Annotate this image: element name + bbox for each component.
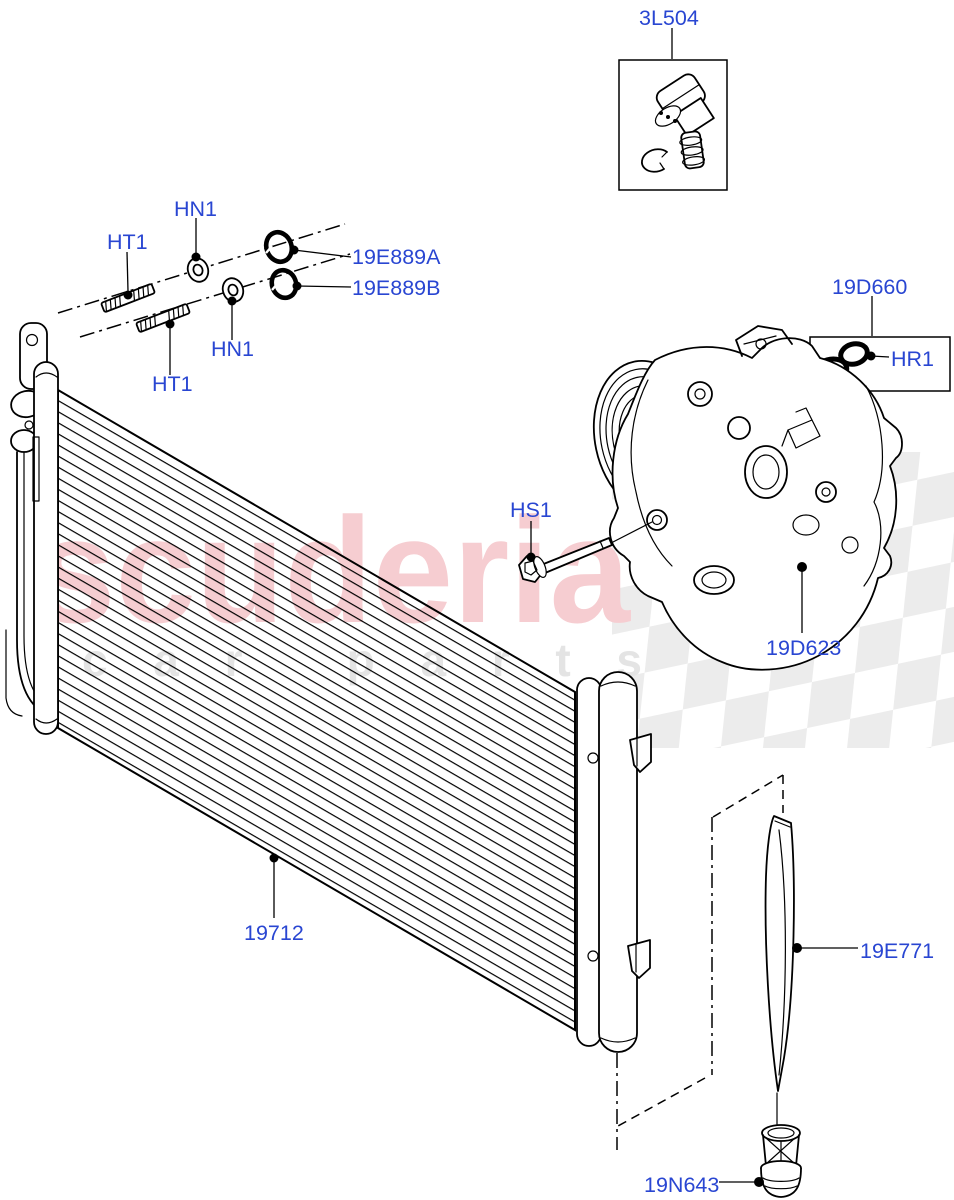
seal-ring-a: [263, 229, 295, 265]
part-label-ht1-lower: HT1: [152, 372, 193, 396]
leader-lines: [123, 28, 890, 1187]
part-label-hr1: HR1: [891, 347, 934, 371]
part-label-19n643: 19N643: [644, 1173, 719, 1197]
part-label-19e889b: 19E889B: [352, 276, 440, 300]
part-label-ht1-upper: HT1: [107, 230, 148, 254]
condenser-right-tank: [576, 671, 652, 1053]
desiccant-bag: [764, 815, 795, 1125]
seal-ring-b: [269, 267, 299, 301]
part-label-hn1-upper: HN1: [174, 197, 217, 221]
mounting-stud-lower: [135, 303, 191, 333]
flange-nut-lower: [221, 277, 245, 303]
part-label-19d623: 19D623: [766, 636, 841, 660]
part-label-hs1: HS1: [510, 498, 552, 522]
part-label-19e889a: 19E889A: [352, 245, 441, 269]
flange-nut-upper: [186, 257, 210, 283]
bolt-drawing: [518, 521, 653, 583]
desiccant-phantom-outline: [616, 774, 784, 1150]
condenser-left-tank: [32, 361, 59, 735]
part-label-19712: 19712: [244, 921, 304, 945]
filter-cage: [760, 1124, 802, 1198]
sensor-box: [618, 59, 728, 191]
part-label-hn1-lower: HN1: [211, 337, 254, 361]
part-label-19e771: 19E771: [860, 939, 934, 963]
part-label-3l504: 3L504: [639, 6, 699, 30]
part-label-19d660: 19D660: [832, 275, 907, 299]
compressor-drawing: [592, 325, 903, 671]
